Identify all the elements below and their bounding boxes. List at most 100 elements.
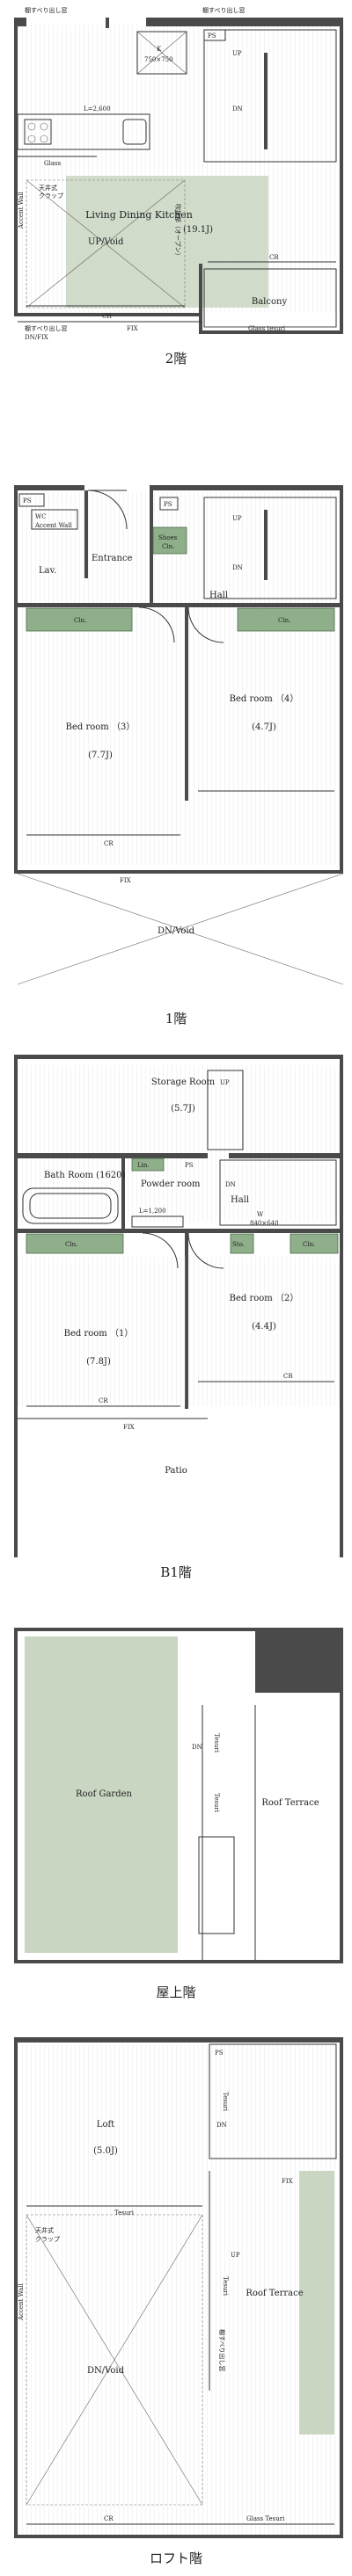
loft-accent: Accent Wall bbox=[18, 2282, 25, 2321]
f2-top-window-note: 棚すべり出し窓 bbox=[25, 6, 68, 14]
b1-closet-1 bbox=[26, 1233, 124, 1254]
f1-dn: DN bbox=[232, 564, 243, 571]
f1-bed3: Bed room （3） bbox=[66, 722, 136, 732]
floor-2-plan bbox=[14, 18, 343, 334]
f1-fix: FIX bbox=[120, 877, 131, 884]
b1-storage-size: (5.7J) bbox=[171, 1104, 195, 1114]
f2-ldk-label: Living Dining Kitchen bbox=[85, 209, 193, 221]
loft-tesuri-v2: Tesuri bbox=[222, 2276, 229, 2297]
f1-cr: CR bbox=[104, 840, 114, 847]
linen-cabinet bbox=[131, 1157, 165, 1172]
f2-k-label: K bbox=[157, 46, 162, 53]
b1-w: W bbox=[257, 1211, 264, 1218]
b1-caption: B1階 bbox=[160, 1564, 192, 1580]
loft-up: UP bbox=[231, 2252, 240, 2259]
f2-accent-wall: Accent Wall bbox=[18, 191, 25, 229]
f2-fix: FIX bbox=[127, 325, 138, 332]
f1-dnvoid: DN/Void bbox=[158, 926, 195, 936]
b1-bed2-size: (4.4J) bbox=[252, 1322, 276, 1332]
b1-bed1: Bed room （1） bbox=[64, 1328, 134, 1339]
stove bbox=[24, 119, 52, 145]
roof-garden: Roof Garden bbox=[76, 1789, 133, 1799]
storage-stair bbox=[207, 1070, 244, 1150]
loft-glass-tesuri: Glass Tesuri bbox=[246, 2515, 285, 2522]
f2-k-dim: 750×750 bbox=[144, 56, 173, 63]
f1-accent: Accent Wall bbox=[34, 522, 73, 529]
powder-counter bbox=[131, 1215, 184, 1228]
ldk-floor-area bbox=[66, 176, 268, 308]
loft-caption: ロフト階 bbox=[150, 2551, 202, 2566]
floor2-void bbox=[26, 179, 186, 308]
floor-1-caption: 1階 bbox=[165, 1011, 187, 1027]
loft-void bbox=[26, 2214, 203, 2506]
b1-dn: DN bbox=[225, 1181, 236, 1188]
f1-entrance: Entrance bbox=[92, 554, 133, 563]
b1-cr2: CR bbox=[283, 1373, 293, 1380]
f2-void-label: UP/Void bbox=[88, 237, 124, 247]
f2-dnfix: DN/FIX bbox=[25, 334, 48, 341]
loft-fix: FIX bbox=[282, 2178, 293, 2185]
loft-size: (5.0J) bbox=[93, 2146, 118, 2156]
b1-stair bbox=[219, 1159, 337, 1226]
loft-hook: 天井式 bbox=[35, 2226, 54, 2234]
b1-storage: Storage Room bbox=[151, 1078, 216, 1087]
roof-plan bbox=[14, 1628, 343, 1963]
f1-cln2: Cln. bbox=[278, 617, 290, 624]
b1-hall: Hall bbox=[231, 1195, 249, 1205]
floor1-stair bbox=[203, 497, 337, 599]
f2-top-window-note2: 棚すべり出し窓 bbox=[202, 6, 246, 14]
loft-tesuri: Tesuri bbox=[114, 2210, 135, 2217]
lav-sink bbox=[31, 509, 78, 530]
loft-terrace: Roof Terrace bbox=[246, 2289, 303, 2298]
f2-ps-label: PS bbox=[208, 33, 216, 40]
f2-note: 吹抜部（オープン） bbox=[174, 204, 182, 259]
loft-label: Loft bbox=[97, 2120, 114, 2130]
f1-bed4: Bed room （4） bbox=[230, 693, 299, 704]
floor2-ps-box bbox=[203, 29, 226, 41]
b1-bed2: Bed room （2） bbox=[230, 1293, 299, 1303]
f1-ps-box2 bbox=[159, 497, 179, 511]
f2-cr2: CR bbox=[269, 254, 279, 261]
b1-closet-2 bbox=[290, 1233, 339, 1254]
f2-bottom-window-note: 棚すべり出し窓 bbox=[25, 324, 68, 332]
f2-dn-label: DN bbox=[232, 105, 243, 112]
f2-hook: 天井式 bbox=[39, 184, 57, 192]
bath-tub-inner bbox=[29, 1193, 112, 1219]
loft-note: 棚すべり出し窓 bbox=[218, 2329, 226, 2372]
f1-ps2: PS bbox=[164, 501, 172, 508]
f1-closet-1 bbox=[26, 607, 133, 632]
loft-cr: CR bbox=[104, 2515, 114, 2522]
f1-ps1: PS bbox=[23, 497, 32, 504]
f1-lav: Lav. bbox=[39, 566, 56, 576]
roof-dn: DN bbox=[192, 1744, 202, 1751]
b1-w-dim: 840×640 bbox=[250, 1220, 279, 1227]
roof-garden-area bbox=[25, 1636, 178, 1953]
f1-wc: WC bbox=[35, 513, 47, 520]
b1-patio: Patio bbox=[165, 1466, 187, 1476]
kitchen-counter bbox=[17, 113, 150, 150]
f1-bed3-size: (7.7J) bbox=[88, 751, 113, 760]
floor-2-caption: 2階 bbox=[165, 351, 187, 366]
b1-bath: Bath Room (1620) bbox=[44, 1171, 126, 1180]
loft-plan bbox=[14, 2037, 343, 2538]
f1-shoes: Shoes bbox=[158, 534, 178, 541]
b1-lin: Lin. bbox=[137, 1162, 150, 1169]
shoes-cabinet bbox=[152, 526, 187, 555]
f1-hall: Hall bbox=[209, 591, 228, 600]
f2-up-label: UP bbox=[232, 50, 242, 57]
f2-counter-dim: L=2,600 bbox=[84, 105, 111, 112]
loft-ps: PS bbox=[215, 2050, 224, 2057]
loft-dn: DN bbox=[216, 2122, 227, 2129]
b1-sto: Sto. bbox=[232, 1241, 245, 1248]
f2-ldk-size: (19.1J) bbox=[183, 225, 213, 235]
floor-1-plan bbox=[14, 485, 344, 985]
roof-terrace: Roof Terrace bbox=[261, 1798, 319, 1808]
f2-balcony-label: Balcony bbox=[252, 297, 288, 307]
b1-powder-dim: L=1,200 bbox=[139, 1208, 166, 1215]
roof-tesuri1: Tesuri bbox=[213, 1733, 220, 1753]
loft-dnvoid: DN/Void bbox=[87, 2366, 125, 2376]
b1-cln2: Cln. bbox=[303, 1241, 315, 1248]
roof-caption: 屋上階 bbox=[156, 1985, 195, 2000]
f1-closet-2 bbox=[237, 607, 335, 632]
